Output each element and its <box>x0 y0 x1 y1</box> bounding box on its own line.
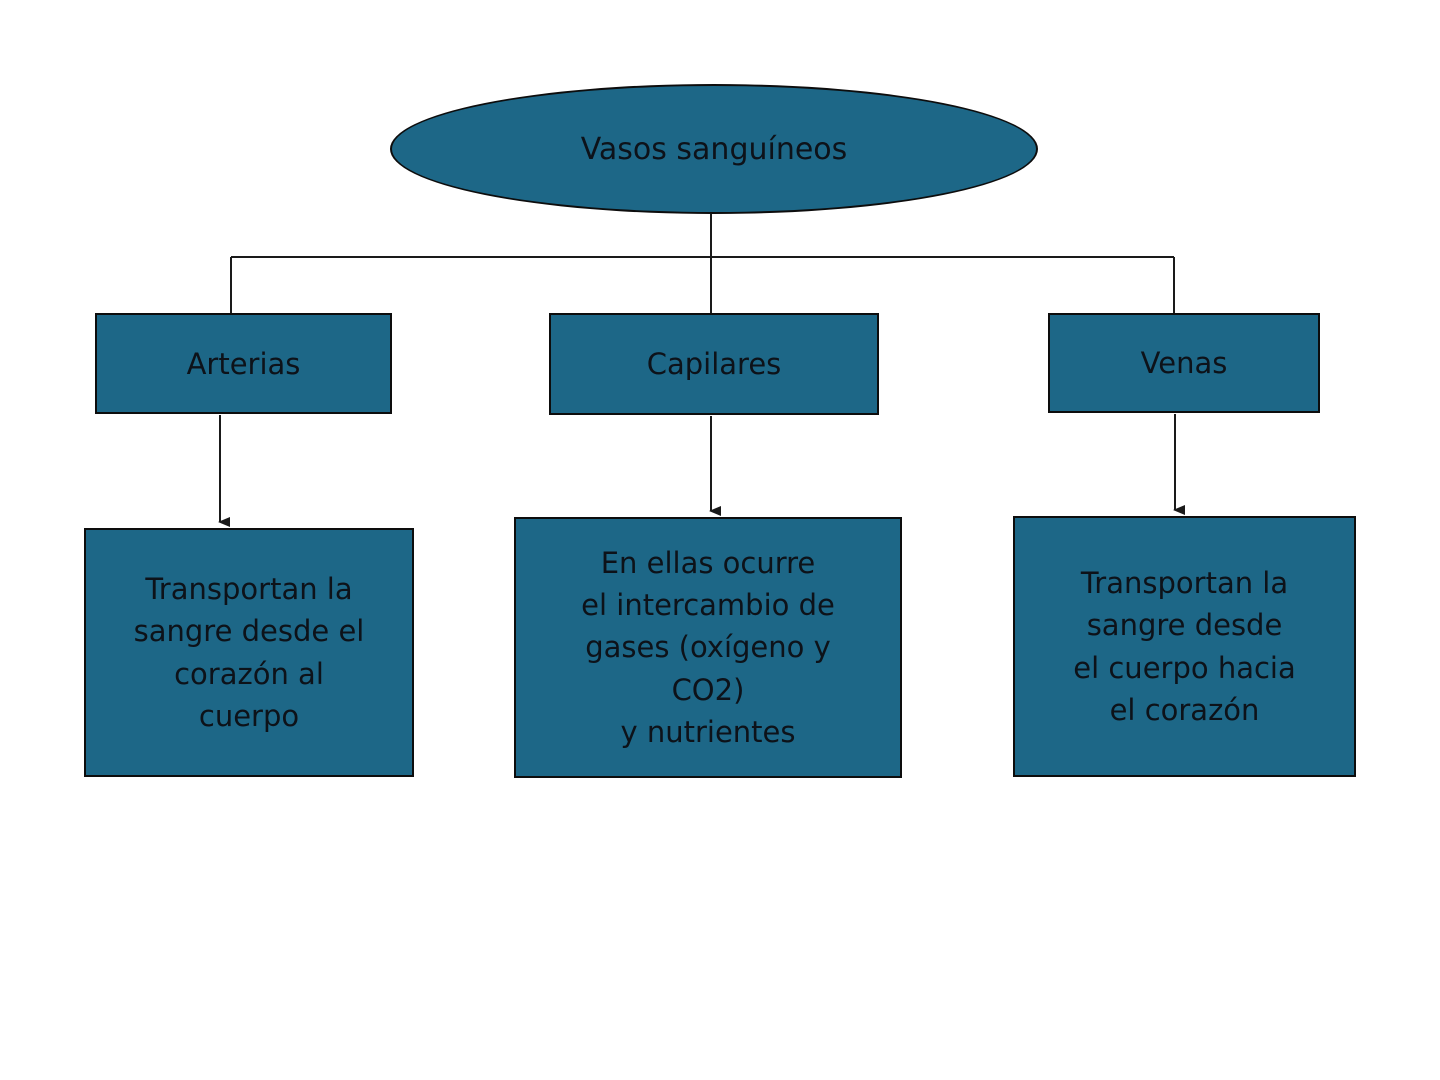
branch-label-capilares: Capilares <box>646 347 782 381</box>
description-node-venas: Transportan la sangre desde el cuerpo ha… <box>1013 516 1356 777</box>
branch-node-capilares: Capilares <box>549 313 879 415</box>
branch-node-venas: Venas <box>1048 313 1320 413</box>
branch-node-arterias: Arterias <box>95 313 392 414</box>
description-node-capilares: En ellas ocurre el intercambio de gases … <box>514 517 902 778</box>
description-node-arterias: Transportan la sangre desde el corazón a… <box>84 528 414 777</box>
root-node-vasos-sanguineos: Vasos sanguíneos <box>390 84 1038 214</box>
description-text-arterias: Transportan la sangre desde el corazón a… <box>133 572 365 733</box>
branch-label-arterias: Arterias <box>186 346 301 381</box>
description-text-venas: Transportan la sangre desde el cuerpo ha… <box>1073 566 1296 727</box>
description-text-capilares: En ellas ocurre el intercambio de gases … <box>581 546 835 749</box>
root-node-label: Vasos sanguíneos <box>580 131 848 167</box>
branch-label-venas: Venas <box>1140 346 1228 380</box>
